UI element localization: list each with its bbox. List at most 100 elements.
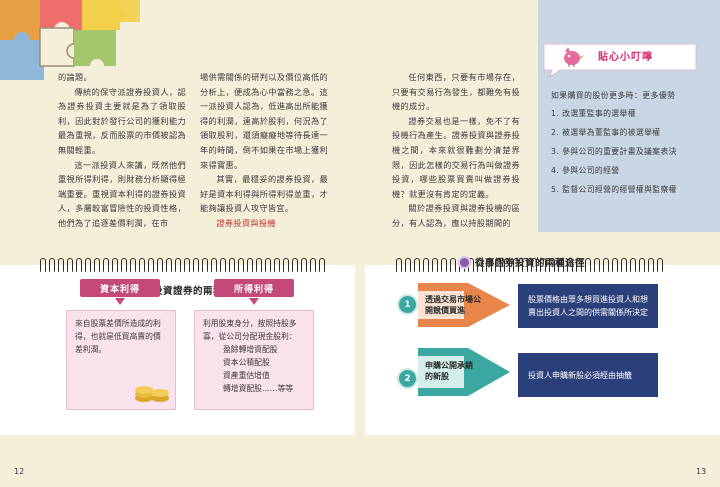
ring-icon xyxy=(441,258,447,272)
ring-icon xyxy=(292,258,298,272)
income-gain-item: 資產重估增值 xyxy=(223,371,270,380)
ring-icon xyxy=(513,258,519,272)
paragraph: 任何東西，只要有市場存在，只要有交易行為發生，都難免有投機的成分。 xyxy=(392,72,520,112)
bullet-icon xyxy=(460,257,469,267)
puzzle-pieces-image xyxy=(0,0,140,80)
ring-icon xyxy=(67,258,73,272)
tips-sidebar xyxy=(538,0,720,232)
ring-icon xyxy=(238,258,244,272)
ring-icon xyxy=(310,258,316,272)
route1-label: 透過交易市場公開競價買進 xyxy=(425,295,481,315)
ring-icon xyxy=(414,258,420,272)
ring-icon xyxy=(40,258,46,272)
ring-icon xyxy=(211,258,217,272)
ring-icon xyxy=(423,258,429,272)
right-section-title: 從事證券投資的兩種途徑 xyxy=(460,255,585,269)
ring-icon xyxy=(220,258,226,272)
paragraph: 關於證券投資與證券投機的區分，有人認為，應以持股期間的 xyxy=(392,203,520,228)
income-gain-item: 盈餘轉增資配股 xyxy=(223,345,278,354)
text-column-2: 場供需關係的研判以及價位高低的分析上，便成為心中當務之急。這一派投資人認為，低進… xyxy=(200,70,328,231)
ring-icon xyxy=(121,258,127,272)
income-gain-desc: 利用股東身分，按照持股多寡，從公司分配現金股利： xyxy=(203,319,297,341)
ring-icon xyxy=(612,258,618,272)
ring-icon xyxy=(166,258,172,272)
tip-item: 5. 監督公司經營的經營權與監察權 xyxy=(551,185,677,194)
tip-intro: 如果購買的股份更多時：更多優勢 xyxy=(551,91,676,100)
capital-gain-desc: 來自股票差價所造成的利得，也就是低買高賣的價差利潤。 xyxy=(75,319,161,354)
ring-icon xyxy=(202,258,208,272)
ring-icon xyxy=(85,258,91,272)
route1-arrow xyxy=(418,283,510,327)
ring-icon xyxy=(229,258,235,272)
income-gain-box: 利用股東身分，按照持股多寡，從公司分配現金股利： 盈餘轉增資配股 資本公積配股 … xyxy=(194,310,314,410)
ring-icon xyxy=(531,258,537,272)
tip-item: 4. 參與公司的經營 xyxy=(551,166,620,175)
ring-icon xyxy=(148,258,154,272)
ring-icon xyxy=(549,258,555,272)
cross-reference-link[interactable]: 證券投資與投機 xyxy=(216,217,276,228)
ring-icon xyxy=(175,258,181,272)
ring-icon xyxy=(477,258,483,272)
ring-icon xyxy=(157,258,163,272)
ring-icon xyxy=(540,258,546,272)
paragraph: 的論題。 xyxy=(58,72,92,82)
route2-label: 申購公開承銷的新股 xyxy=(425,361,473,381)
page-number-right: 13 xyxy=(696,467,707,476)
ring-icon xyxy=(256,258,262,272)
ring-icon xyxy=(76,258,82,272)
tip-item: 3. 參與公司的重要計畫及議案表決 xyxy=(551,147,677,156)
paragraph: 場供需關係的研判以及價位高低的分析上，便成為心中當務之急。這一派投資人認為，低進… xyxy=(200,72,328,170)
ring-icon xyxy=(130,258,136,272)
text-column-1: 的論題。 傳統的保守派證券投資人，認為證券投資主要就是為了領取股利，因此對於發行… xyxy=(58,70,186,231)
paragraph: 證券交易也是一樣，免不了有投機行為產生。證券投資與證券投機之間，本來就很難劃分清… xyxy=(392,115,520,199)
tip-item: 2. 被選舉為董監事的被選舉權 xyxy=(551,128,661,137)
ring-icon xyxy=(103,258,109,272)
ring-icon xyxy=(193,258,199,272)
coins-icon xyxy=(135,386,169,402)
tip-item: 1. 改選董監事的選舉權 xyxy=(551,109,636,118)
route2-result: 投資人申購新股必須經由抽籤 xyxy=(518,353,658,397)
ring-icon xyxy=(657,258,663,272)
ring-icon xyxy=(630,258,636,272)
ring-icon xyxy=(621,258,627,272)
ring-icon xyxy=(319,258,325,272)
tip-title: 貼心小叮嚀 xyxy=(598,52,653,63)
ring-icon xyxy=(274,258,280,272)
ring-icon xyxy=(184,258,190,272)
ring-icon xyxy=(585,258,591,272)
left-section-title-text: 投資證券的兩種利得 xyxy=(153,286,244,297)
ring-icon xyxy=(112,258,118,272)
ring-icon xyxy=(247,258,253,272)
ring-icon xyxy=(468,258,474,272)
ring-icon xyxy=(567,258,573,272)
income-gain-label: 所得利得 xyxy=(214,279,294,297)
ring-icon xyxy=(558,258,564,272)
down-arrow-icon xyxy=(115,298,125,305)
income-gain-item: 資本公積配股 xyxy=(223,358,270,367)
ring-icon xyxy=(495,258,501,272)
route2-arrow xyxy=(418,348,510,396)
ring-icon xyxy=(450,258,456,272)
income-gain-item: 轉增資配股……等等 xyxy=(223,384,294,393)
paragraph: 這一派投資人來講，既然他們重視所得利得，則財務分析顯得極端重要。重視資本利得的證… xyxy=(58,159,186,228)
ring-icon xyxy=(49,258,55,272)
paragraph: 傳統的保守派證券投資人，認為證券投資主要就是為了領取股利，因此對於發行公司的獲利… xyxy=(58,86,186,155)
income-gain-items: 盈餘轉增資配股 資本公積配股 資產重估增值 轉增資配股……等等 xyxy=(203,343,305,395)
ring-icon xyxy=(522,258,528,272)
tip-list: 1. 改選董監事的選舉權 2. 被選舉為董監事的被選舉權 3. 參與公司的重要計… xyxy=(551,108,677,203)
step-number-2: 2 xyxy=(399,370,416,387)
ring-icon xyxy=(603,258,609,272)
page-number-left: 12 xyxy=(14,467,25,476)
right-section-title-text: 從事證券投資的兩種途徑 xyxy=(475,258,586,269)
ring-icon xyxy=(576,258,582,272)
spiral-binding-right xyxy=(396,258,666,272)
ring-icon xyxy=(405,258,411,272)
ring-icon xyxy=(139,258,145,272)
bird-icon xyxy=(564,47,584,67)
capital-gain-label: 資本利得 xyxy=(80,279,160,297)
ring-icon xyxy=(301,258,307,272)
ring-icon xyxy=(396,258,402,272)
step-number-1: 1 xyxy=(399,296,416,313)
route1-result: 股票價格由眾多想買進投資人和想賣出投資人之間的供需關係所決定 xyxy=(518,284,658,328)
